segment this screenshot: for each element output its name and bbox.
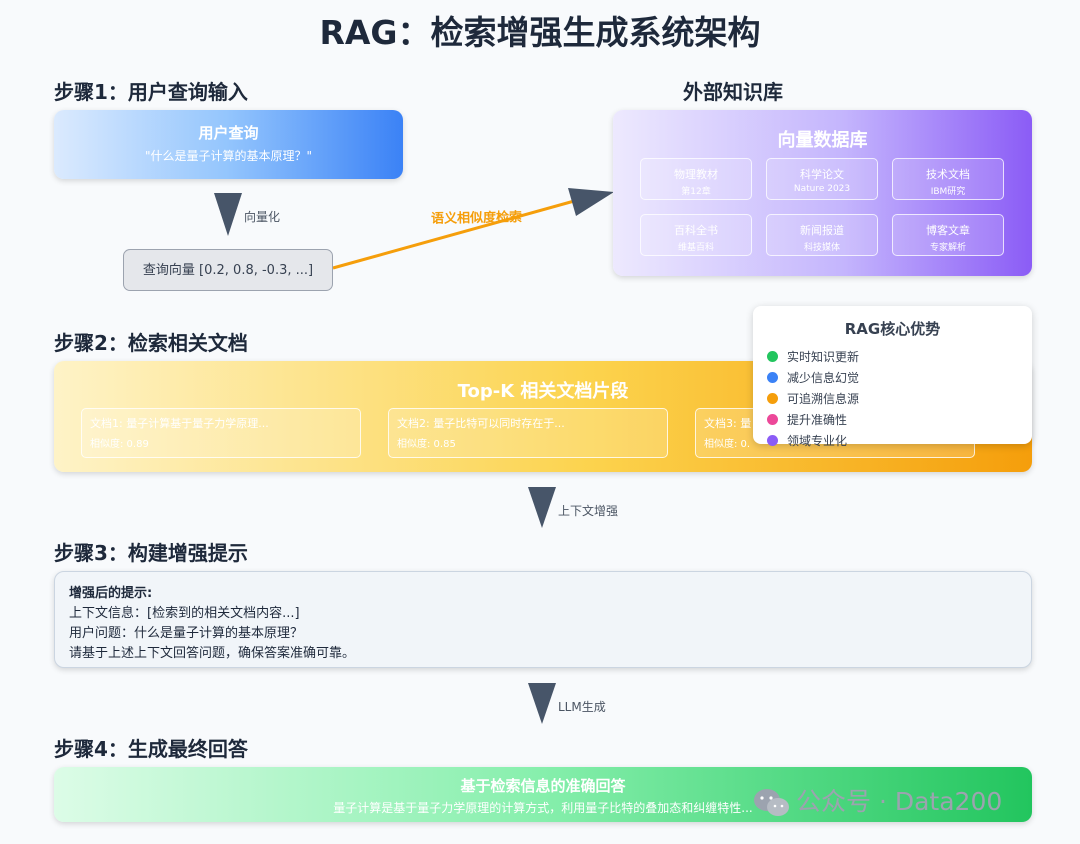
prompt-question-line: 用户问题：什么是量子计算的基本原理？ — [69, 626, 304, 641]
advantage-item: 提升准确性 — [767, 409, 859, 430]
retrieval-arrowhead — [568, 188, 614, 216]
advantage-label: 减少信息幻觉 — [787, 371, 860, 385]
bullet-dot-icon — [767, 414, 778, 425]
step3-heading: 步骤3：构建增强提示 — [54, 541, 248, 565]
vectorize-label: 向量化 — [244, 210, 281, 224]
kb-item: 百科全书 维基百科 — [640, 214, 752, 256]
kb-item: 技术文档 IBM研究 — [892, 158, 1004, 200]
advantage-item: 实时知识更新 — [767, 346, 859, 367]
kb-item: 科学论文 Nature 2023 — [766, 158, 878, 200]
kb-item-source: 维基百科 — [677, 243, 714, 253]
step1-heading: 步骤1：用户查询输入 — [54, 80, 248, 104]
advantage-label: 可追溯信息源 — [787, 392, 860, 406]
kb-item-source: IBM研究 — [930, 187, 966, 197]
query-vector-box: 查询向量 [0.2, 0.8, -0.3, ...] — [123, 249, 333, 291]
advantage-label: 提升准确性 — [787, 413, 848, 427]
context-label: 上下文增强 — [558, 504, 619, 518]
kb-item-source: 第12章 — [681, 187, 711, 197]
vector-database: 向量数据库 物理教材 第12章 科学论文 Nature 2023 技术文档 IB… — [613, 110, 1032, 276]
step2-heading: 步骤2：检索相关文档 — [54, 331, 248, 355]
kb-item-source: 科技媒体 — [803, 243, 840, 253]
watermark: 公众号 · Data200 — [752, 782, 1002, 819]
kb-item-source: Nature 2023 — [793, 184, 851, 194]
bullet-dot-icon — [767, 435, 778, 446]
vector-db-title: 向量数据库 — [777, 130, 868, 151]
kb-item-name: 博客文章 — [926, 224, 970, 237]
doc-text: 文档3: 量 — [704, 417, 752, 430]
doc-snippet: 文档2: 量子比特可以同时存在于... 相似度: 0.85 — [388, 408, 668, 458]
prompt-context-line: 上下文信息：[检索到的相关文档内容...] — [69, 606, 300, 621]
doc-snippet: 文档1: 量子计算基于量子力学原理... 相似度: 0.89 — [81, 408, 361, 458]
final-answer-box: 基于检索信息的准确回答 量子计算是基于量子力学原理的计算方式，利用量子比特的叠加… — [54, 767, 1032, 822]
retrieval-connector — [332, 196, 586, 270]
watermark-text: 公众号 · Data200 — [796, 787, 1003, 816]
kb-heading: 外部知识库 — [683, 80, 783, 104]
llm-label: LLM生成 — [558, 700, 606, 714]
kb-item-name: 新闻报道 — [800, 224, 844, 237]
bullet-dot-icon — [767, 393, 778, 404]
kb-item: 博客文章 专家解析 — [892, 214, 1004, 256]
doc-score: 相似度: 0.89 — [90, 439, 149, 450]
step4-heading: 步骤4：生成最终回答 — [54, 737, 248, 761]
answer-title: 基于检索信息的准确回答 — [460, 777, 626, 795]
kb-item-source: 专家解析 — [929, 243, 966, 253]
kb-item: 新闻报道 科技媒体 — [766, 214, 878, 256]
prompt-title: 增强后的提示: — [69, 586, 153, 601]
kb-item-name: 技术文档 — [926, 168, 970, 181]
advantage-label: 实时知识更新 — [787, 350, 860, 364]
advantage-item: 可追溯信息源 — [767, 388, 859, 409]
topk-title: Top-K 相关文档片段 — [457, 381, 629, 402]
kb-item-name: 科学论文 — [800, 168, 844, 181]
doc-score: 相似度: 0.85 — [397, 439, 456, 450]
doc-text: 文档2: 量子比特可以同时存在于... — [397, 417, 565, 430]
query-title: 用户查询 — [198, 124, 259, 142]
wechat-icon — [754, 789, 789, 816]
kb-item-name: 百科全书 — [674, 224, 718, 237]
user-query-box: 用户查询 "什么是量子计算的基本原理？" — [54, 110, 403, 179]
advantages-panel: RAG核心优势 实时知识更新 减少信息幻觉 可追溯信息源 提升准确性 领域专业化 — [753, 306, 1032, 448]
kb-item: 物理教材 第12章 — [640, 158, 752, 200]
prompt-instruction-line: 请基于上述上下文回答问题，确保答案准确可靠。 — [69, 646, 356, 661]
doc-score: 相似度: 0. — [704, 439, 751, 450]
vectorize-arrow — [214, 193, 242, 236]
advantage-item: 领域专业化 — [767, 430, 859, 451]
llm-arrow — [528, 683, 556, 724]
context-arrow — [528, 487, 556, 528]
advantages-list: 实时知识更新 减少信息幻觉 可追溯信息源 提升准确性 领域专业化 — [767, 346, 859, 451]
advantages-title: RAG核心优势 — [844, 320, 941, 338]
page-title: RAG：检索增强生成系统架构 — [319, 13, 761, 52]
advantage-item: 减少信息幻觉 — [767, 367, 859, 388]
query-text: "什么是量子计算的基本原理？" — [144, 149, 313, 163]
kb-item-name: 物理教材 — [674, 168, 718, 181]
advantage-label: 领域专业化 — [787, 434, 848, 448]
bullet-dot-icon — [767, 372, 778, 383]
answer-text: 量子计算是基于量子力学原理的计算方式，利用量子比特的叠加态和纠缠特性... — [333, 801, 753, 815]
bullet-dot-icon — [767, 351, 778, 362]
search-label: 语义相似度检索 — [430, 210, 523, 227]
augmented-prompt-box: 增强后的提示: 上下文信息：[检索到的相关文档内容...] 用户问题：什么是量子… — [54, 571, 1032, 668]
doc-text: 文档1: 量子计算基于量子力学原理... — [90, 417, 269, 430]
